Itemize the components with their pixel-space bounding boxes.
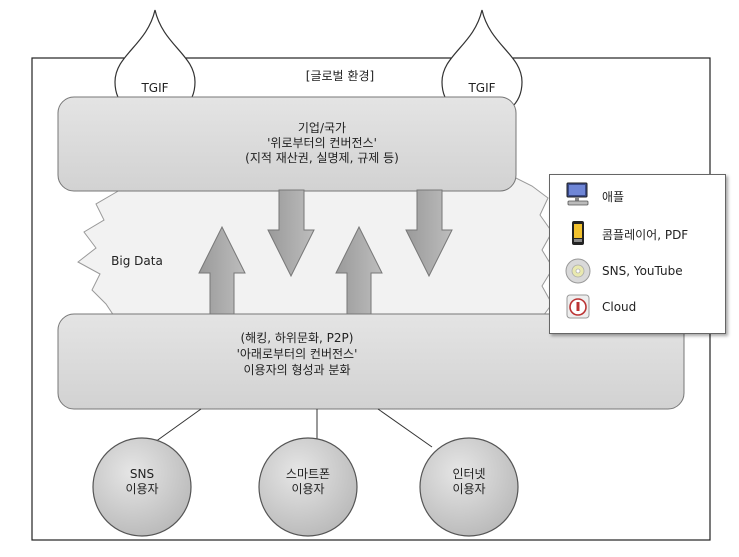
big-data-label: Big Data — [111, 254, 163, 268]
smartphone-user-line1: 스마트폰 — [285, 467, 331, 481]
legend-label-player: 콤플레이어, PDF — [602, 228, 689, 242]
legend-item-sns: SNS, YouTube — [550, 257, 725, 285]
cloud-icon — [566, 294, 590, 319]
smartphone-user-circle — [258, 437, 358, 537]
smartphone-user-line2: 이용자 — [291, 482, 325, 496]
down-arrow-right — [405, 189, 453, 278]
bottom-box-line2: '아래로부터의 컨버전스' — [236, 347, 358, 361]
bottom-box-line3: 이용자의 형성과 분화 — [243, 363, 351, 377]
internet-user-circle — [419, 437, 519, 537]
internet-user-line2: 이용자 — [452, 482, 486, 496]
tgif-left-label: TGIF — [141, 81, 169, 95]
disc-icon — [565, 258, 591, 284]
legend-label-apple: 애플 — [602, 190, 625, 204]
tgif-right-label: TGIF — [468, 81, 496, 95]
sns-user-line2: 이용자 — [125, 482, 159, 496]
sns-user-line1: SNS — [129, 467, 155, 481]
up-arrow-left — [198, 225, 246, 315]
legend-label-sns: SNS, YouTube — [602, 264, 683, 278]
internet-user-line1: 인터넷 — [452, 467, 486, 481]
legend-item-player: 콤플레이어, PDF — [550, 219, 725, 247]
computer-icon — [566, 182, 589, 206]
sns-user-circle — [92, 437, 192, 537]
top-box-line3: (지적 재산권, 실명제, 규제 등) — [245, 151, 399, 165]
legend-item-apple: 애플 — [550, 181, 725, 209]
legend-box: 애플 콤플레이어, PDF SNS, YouTube Cloud — [549, 174, 726, 334]
down-arrow-left — [267, 189, 315, 278]
top-box-line2: '위로부터의 컨버전스' — [267, 136, 377, 150]
bottom-box-line1: (해킹, 하위문화, P2P) — [240, 331, 354, 345]
top-box-line1: 기업/국가 — [297, 121, 347, 135]
up-arrow-right — [335, 225, 383, 315]
legend-label-cloud: Cloud — [602, 300, 637, 314]
legend-item-cloud: Cloud — [550, 293, 725, 321]
global-environment-label: [글로벌 환경] — [305, 69, 375, 83]
connector-right — [377, 408, 433, 448]
media-player-icon — [572, 221, 584, 245]
